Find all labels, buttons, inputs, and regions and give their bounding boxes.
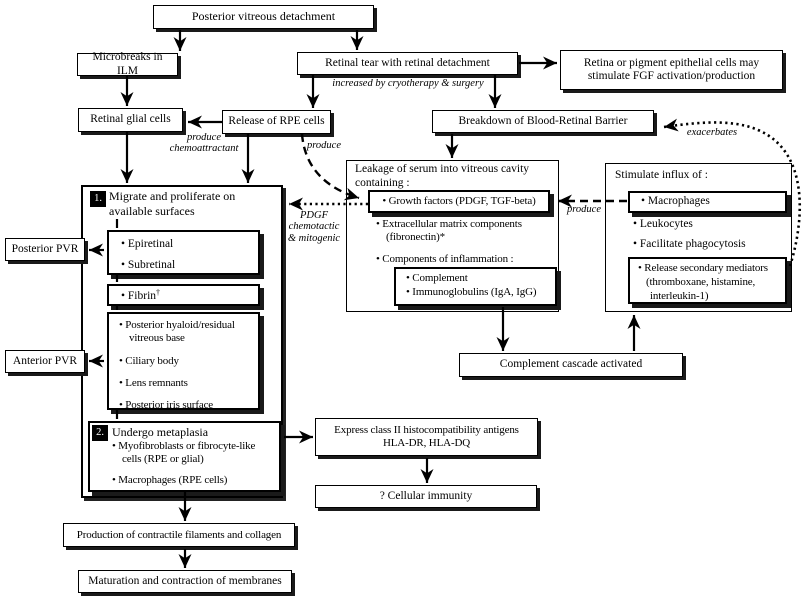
edge-label-exacerbates: exacerbates — [686, 127, 738, 138]
step2-title: Undergo metaplasia — [112, 425, 209, 439]
node-maturation-contraction: Maturation and contraction of membranes — [78, 570, 292, 593]
node-release-of-rpe-cells: Release of RPE cells — [222, 110, 331, 134]
step-2-badge: 2. — [92, 425, 108, 441]
iris-line: • Posterior iris surface — [119, 399, 214, 411]
lens-line: • Lens remnants — [119, 377, 188, 389]
edge-label-pdgf-chemotactic: PDGF chemotactic & mitogenic — [286, 210, 342, 244]
node-cellular-immunity: ? Cellular immunity — [315, 485, 537, 508]
ciliary-line: • Ciliary body — [119, 355, 179, 367]
fibrin-text: • Fibrin — [121, 290, 157, 302]
node-anterior-surfaces-list: • Posterior hyaloid/residual vitreous ba… — [107, 312, 260, 411]
node-microbreaks-in-ilm: Microbreaks in ILM — [77, 51, 178, 77]
hyaloid-line-2: vitreous base — [129, 332, 185, 344]
mediators-line-3: interleukin-1) — [650, 290, 709, 302]
stimulate-phagocytosis: • Facilitate phagocytosis — [633, 238, 746, 250]
myofibroblasts-line-1: • Myofibroblasts or fibrocyte-like — [112, 440, 256, 452]
leakage-inflammation-line: • Components of inflammation : — [376, 253, 514, 265]
node-growth-factors: • Growth factors (PDGF, TGF-beta) — [368, 190, 550, 213]
pdgf-line-2: chemotactic — [288, 221, 340, 233]
node-fibrin: • Fibrin† — [107, 284, 260, 306]
edge-label-produce-growth: produce — [566, 204, 602, 215]
leakage-ecm-line-2: (fibronectin)* — [386, 231, 445, 243]
immunoglobulins-line: • Immunoglobulins (IgA, IgG) — [406, 286, 537, 298]
node-express-hla: Express class II histocompatibility anti… — [315, 418, 538, 456]
edge-label-produce-serum: produce — [306, 140, 342, 151]
node-posterior-pvr: Posterior PVR — [5, 238, 85, 261]
express-line-2: HLA-DR, HLA-DQ — [382, 437, 471, 449]
myofibroblasts-line-2: cells (RPE or glial) — [122, 453, 204, 465]
node-production-contractile: Production of contractile filaments and … — [63, 523, 295, 547]
mediators-line-1: • Release secondary mediators — [638, 262, 768, 274]
node-leakage-of-serum: Leakage of serum into vitreous cavity co… — [346, 160, 559, 312]
node-stimulate-influx: Stimulate influx of : • Macrophages • Le… — [605, 163, 792, 312]
node-retinal-glial-cells: Retinal glial cells — [78, 108, 183, 132]
node-epiretinal-subretinal: • Epiretinal • Subretinal — [107, 230, 260, 275]
step-1-badge: 1. — [90, 191, 106, 207]
pdgf-line-1: PDGF — [300, 210, 328, 221]
epiretinal-line: • Epiretinal — [121, 238, 174, 250]
hyaloid-line-1: • Posterior hyaloid/residual — [119, 319, 235, 331]
produce-chemo-line-1: produce — [186, 132, 222, 143]
edge-label-produce-chemoattractant: produce chemoattractant — [162, 132, 246, 155]
fibrin-dagger: † — [156, 288, 161, 297]
node-retinal-tear: Retinal tear with retinal detachment — [297, 52, 518, 75]
macrophages-rpe-line: • Macrophages (RPE cells) — [112, 474, 228, 486]
node-breakdown-blood-retinal-barrier: Breakdown of Blood-Retinal Barrier — [432, 110, 654, 133]
fgf-line-1: Retina or pigment epithelial cells may — [583, 56, 760, 69]
pdgf-line-3: & mitogenic — [287, 232, 341, 244]
fibrin-line: • Fibrin† — [121, 288, 161, 303]
leakage-ecm-line-1: • Extracellular matrix components — [376, 218, 522, 230]
leakage-title-line-2: containing : — [355, 177, 410, 189]
node-complement-immunoglobulins: • Complement • Immunoglobulins (IgA, IgG… — [394, 267, 557, 306]
subretinal-line: • Subretinal — [121, 259, 176, 271]
complement-line: • Complement — [406, 272, 468, 284]
produce-chemo-line-2: chemoattractant — [169, 143, 239, 155]
express-line-1: Express class II histocompatibility anti… — [334, 424, 519, 437]
leakage-title-line-1: Leakage of serum into vitreous cavity — [355, 163, 530, 175]
stimulate-leukocytes: • Leukocytes — [633, 218, 693, 230]
node-anterior-pvr: Anterior PVR — [5, 350, 85, 373]
node-undergo-metaplasia: 2. Undergo metaplasia • Myofibroblasts o… — [88, 421, 281, 492]
stimulate-title: Stimulate influx of : — [615, 169, 708, 181]
step1-title-line-1: Migrate and proliferate on — [109, 189, 236, 203]
fgf-line-2: stimulate FGF activation/production — [587, 70, 756, 82]
node-posterior-vitreous-detachment: Posterior vitreous detachment — [153, 5, 374, 29]
edge-label-increased-by-cryotherapy: increased by cryotherapy & surgery — [332, 78, 484, 89]
mediators-line-2: (thromboxane, histamine, — [646, 276, 756, 288]
step1-title-line-2: available surfaces — [109, 204, 195, 218]
node-macrophages: • Macrophages — [628, 191, 787, 213]
node-complement-cascade-activated: Complement cascade activated — [459, 353, 683, 377]
node-release-secondary-mediators: • Release secondary mediators (thromboxa… — [628, 257, 787, 304]
node-fgf-stimulation: Retina or pigment epithelial cells may s… — [560, 50, 783, 90]
node-step-container: 1. Migrate and proliferate on available … — [81, 185, 283, 498]
